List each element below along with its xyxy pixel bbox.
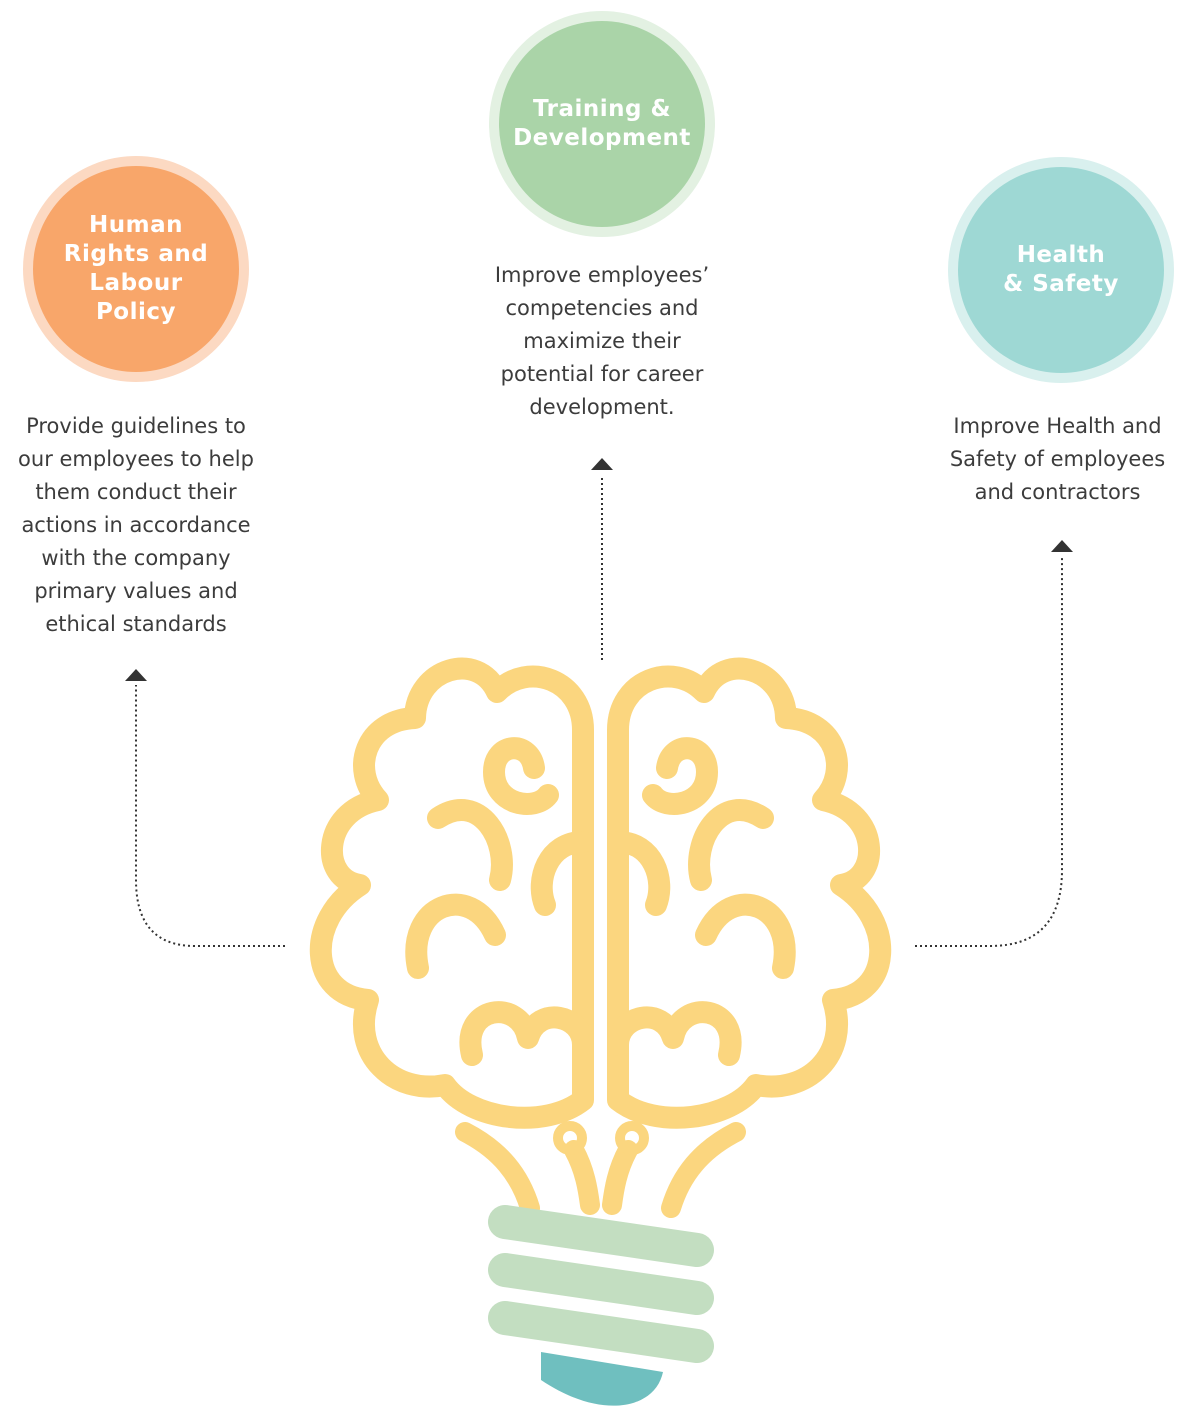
- brain-icon: [309, 657, 892, 1129]
- connector-training: [591, 458, 613, 660]
- human-rights-title: Human Rights and Labour Policy: [63, 212, 209, 325]
- training-bubble: Training & Development: [489, 11, 715, 237]
- connector-health-safety: [915, 540, 1073, 947]
- arrowhead-up-icon: [1051, 540, 1073, 552]
- training-description: Improve employees’ competencies and maxi…: [494, 263, 710, 419]
- bulb-base-icon: [488, 1205, 714, 1363]
- human-rights-circle: Human Rights and Labour Policy: [33, 166, 239, 372]
- health-safety-title: Health & Safety: [1003, 242, 1119, 297]
- bulb-tip-icon: [541, 1352, 663, 1406]
- connector-human-rights: [125, 669, 285, 947]
- training-circle: Training & Development: [499, 21, 705, 227]
- bulb-filament-icon: [455, 1121, 746, 1218]
- training-title: Training & Development: [513, 96, 691, 151]
- arrowhead-up-icon: [591, 458, 613, 470]
- health-safety-circle: Health & Safety: [958, 167, 1164, 373]
- human-rights-description: Provide guidelines to our employees to h…: [18, 414, 254, 636]
- health-safety-description: Improve Health and Safety of employees a…: [949, 414, 1166, 504]
- arrowhead-up-icon: [125, 669, 147, 681]
- human-rights-bubble: Human Rights and Labour Policy: [23, 156, 249, 382]
- health-safety-bubble: Health & Safety: [948, 157, 1174, 383]
